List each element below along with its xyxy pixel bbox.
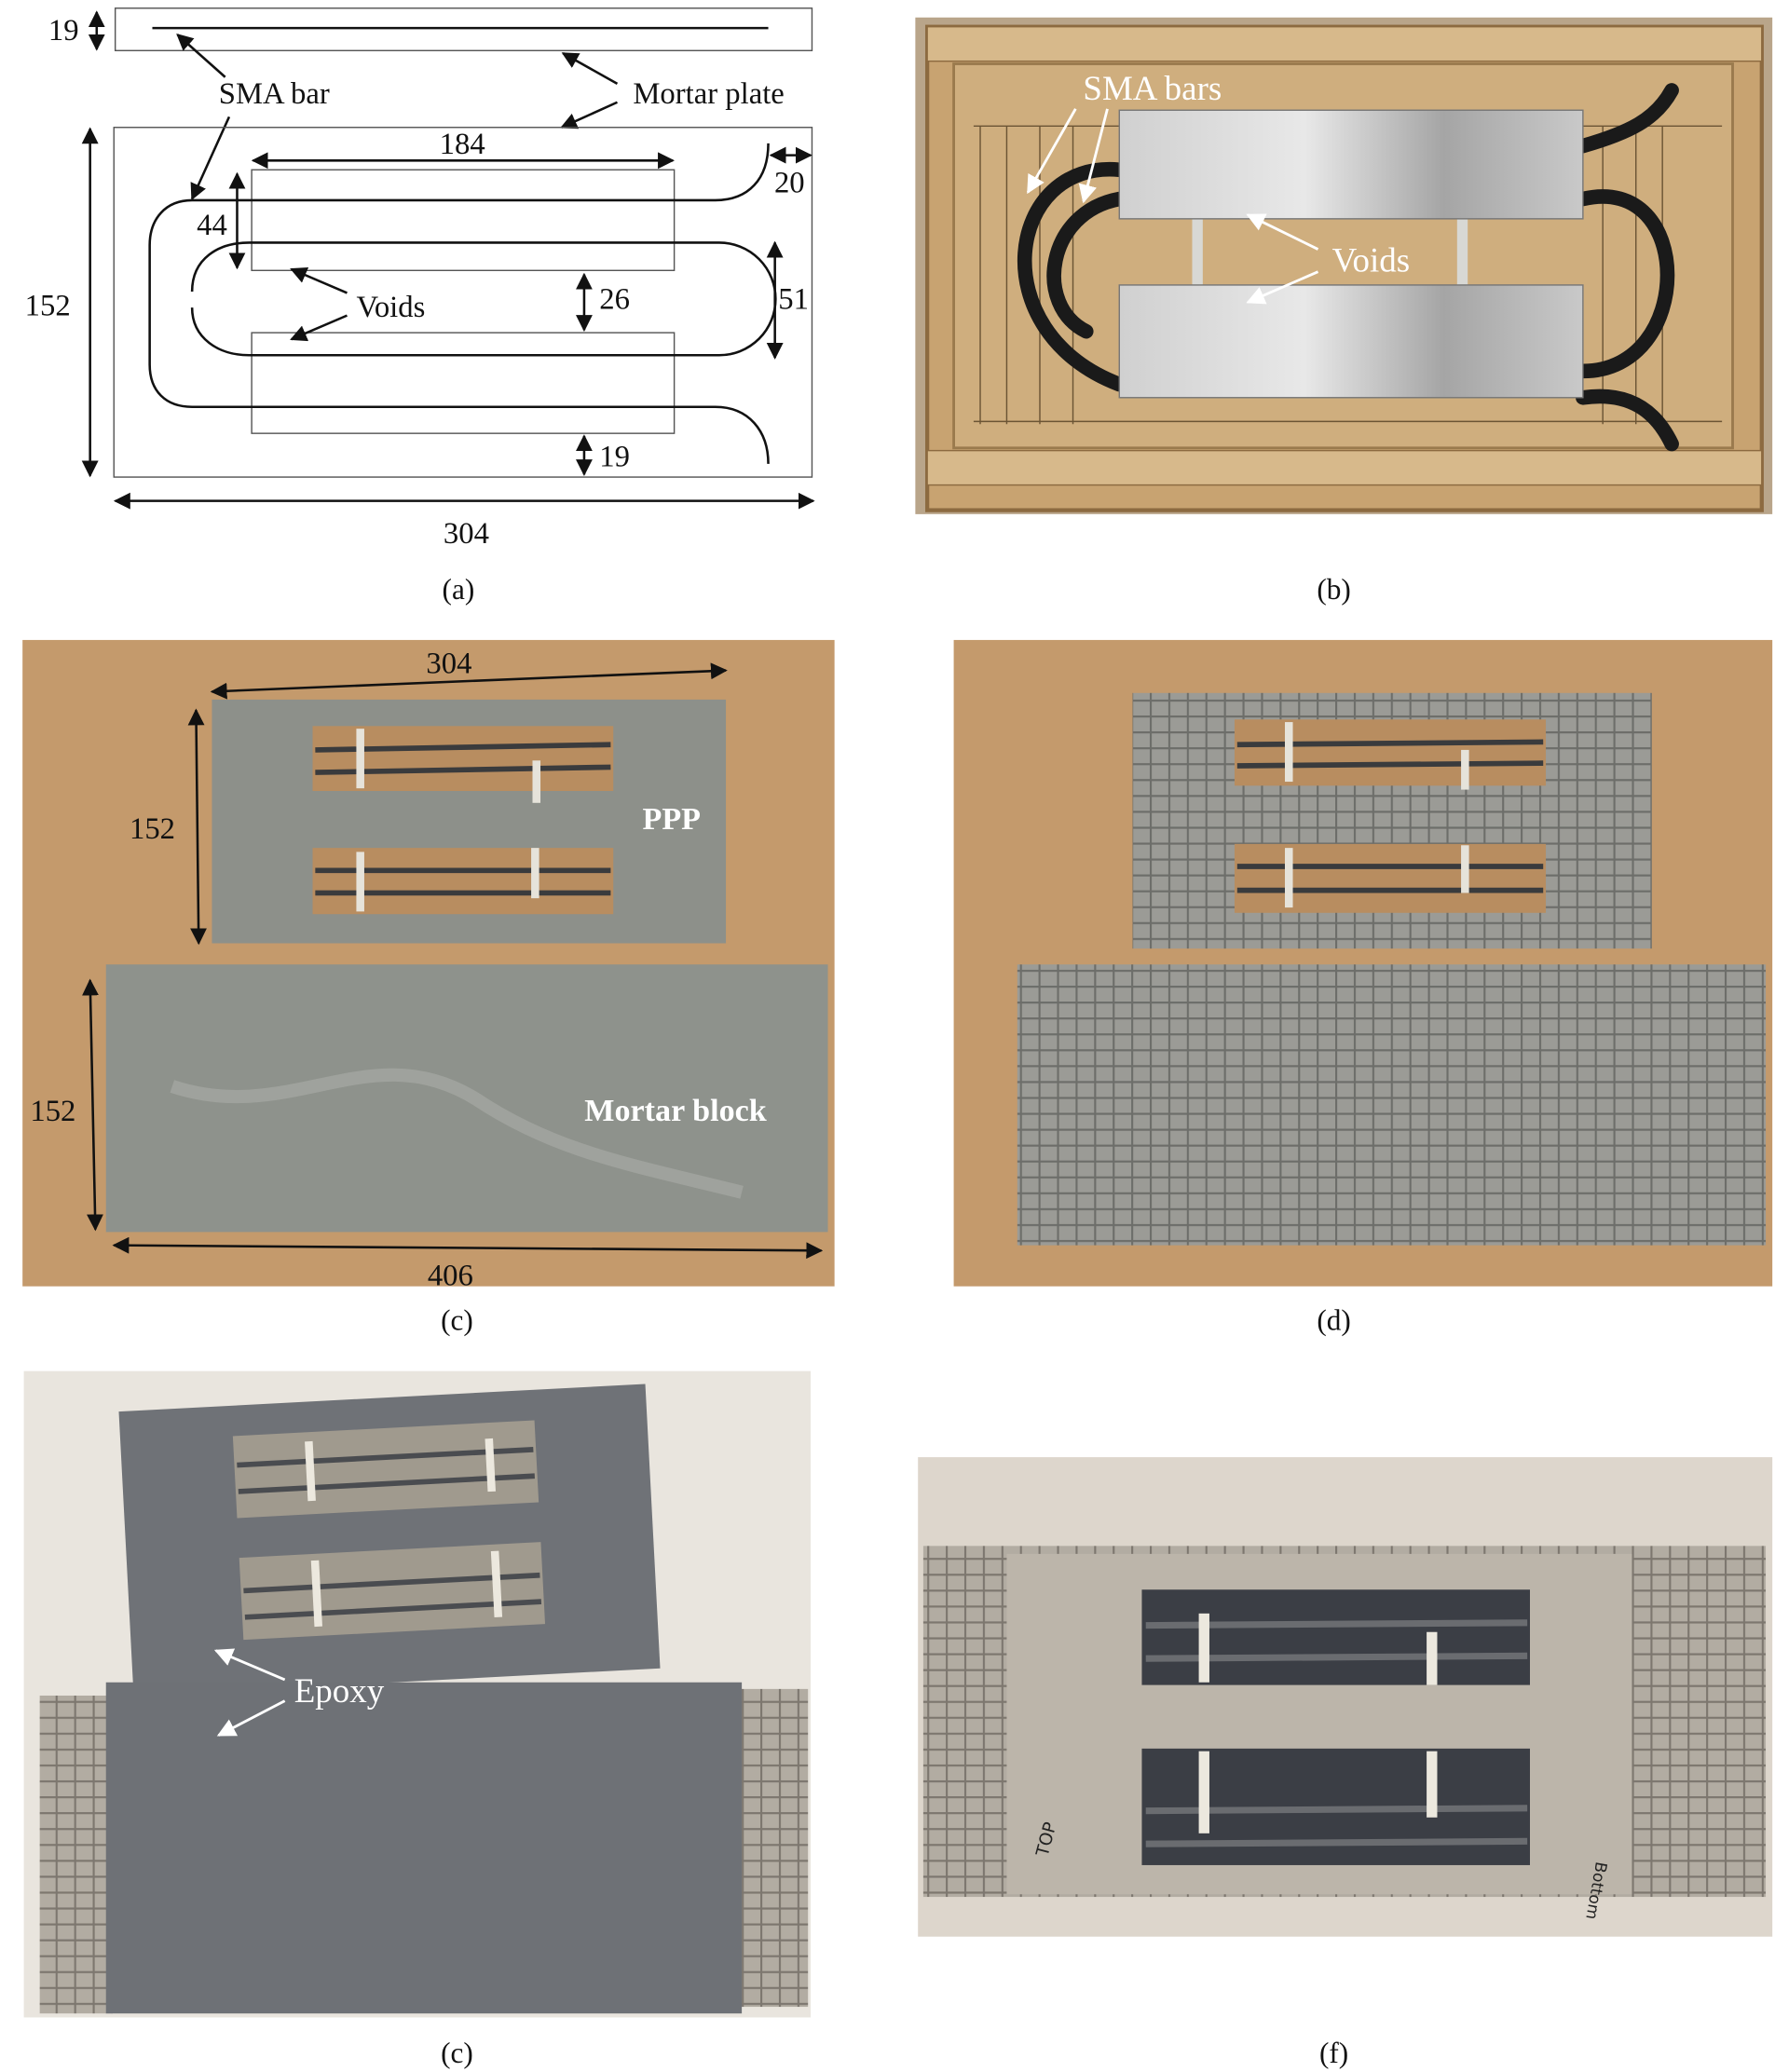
- sma-bar-inner-loop: [190, 241, 777, 357]
- caption-e: (c): [441, 2037, 473, 2069]
- dim-height: 152: [25, 290, 71, 323]
- sma-bars-photo: [1017, 83, 1679, 452]
- sma-bar-outer-loop: [148, 143, 770, 464]
- void-form-bottom: [1118, 284, 1584, 399]
- void-top: [251, 169, 676, 272]
- label-voids: Voids: [356, 291, 425, 324]
- caption-b: (b): [1317, 573, 1350, 606]
- label-mortar-block: Mortar block: [584, 1094, 766, 1128]
- void-bottom: [251, 332, 676, 434]
- dim-width: 304: [444, 517, 489, 551]
- arrow-sma-bar-top: [176, 34, 226, 78]
- dim-void-length: 184: [440, 128, 485, 161]
- mortar-plate-side-view: [114, 7, 813, 52]
- panel-c-specimens-photo: 304 152 PPP Mortar block 152 406 (c): [22, 639, 835, 1337]
- label-epoxy: Epoxy: [294, 1671, 385, 1710]
- dim-ppp-height: 152: [130, 812, 175, 846]
- label-sma-bar: SMA bar: [219, 77, 330, 111]
- arrow-voids-top: [290, 266, 348, 294]
- panel-f-assembled-photo: TOP Bottom (f): [918, 1457, 1773, 2069]
- label-mortar-plate: Mortar plate: [633, 77, 784, 111]
- mortar-block-roughened: [1017, 964, 1767, 1246]
- arrow-voids-bottom: [290, 314, 348, 342]
- arrow-mortar-plate-plan: [560, 101, 619, 130]
- panel-a-schematic: 19 SMA bar Mortar plate 152 304 184 44 V…: [25, 7, 815, 606]
- caption-c: (c): [441, 1304, 473, 1337]
- arrow-sma-bars-2: [1078, 108, 1109, 204]
- dim-void-gap: 26: [599, 283, 630, 317]
- dim-loop-height: 51: [778, 283, 809, 317]
- dim-void-height: 44: [197, 209, 227, 242]
- arrow-epoxy-1: [213, 1648, 286, 1682]
- mortar-block-epoxy: [105, 1682, 743, 2014]
- arrow-sma-bars-1: [1026, 108, 1077, 195]
- panel-d-roughened-photo: (d): [953, 639, 1773, 1337]
- dim-ppp-width: 304: [426, 647, 471, 680]
- panel-e-epoxy-photo: Epoxy (c): [23, 1370, 812, 2069]
- caption-a: (a): [443, 573, 475, 606]
- arrow-sma-bar-plan: [190, 116, 231, 201]
- caption-f: (f): [1319, 2037, 1348, 2069]
- dim-edge-bottom: 19: [599, 441, 630, 474]
- arrow-voids-b-2: [1246, 270, 1319, 305]
- label-voids-b: Voids: [1332, 241, 1411, 279]
- label-sma-bars: SMA bars: [1083, 69, 1222, 107]
- panel-b-formwork-photo: SMA bars Voids (b): [915, 17, 1773, 606]
- dim-plate-thickness: 19: [48, 14, 79, 48]
- dim-edge-right: 20: [774, 166, 805, 199]
- dim-block-height: 152: [30, 1095, 75, 1128]
- arrow-mortar-plate-top: [561, 52, 619, 85]
- void-form-top: [1118, 109, 1584, 220]
- mortar-plate-plan-view: [113, 127, 813, 478]
- arrow-epoxy-2: [216, 1699, 286, 1737]
- label-ppp: PPP: [643, 802, 702, 837]
- arrow-voids-b-1: [1246, 213, 1319, 251]
- ppp-plate: [212, 699, 727, 944]
- caption-d: (d): [1317, 1304, 1350, 1337]
- dim-block-width: 406: [428, 1259, 473, 1292]
